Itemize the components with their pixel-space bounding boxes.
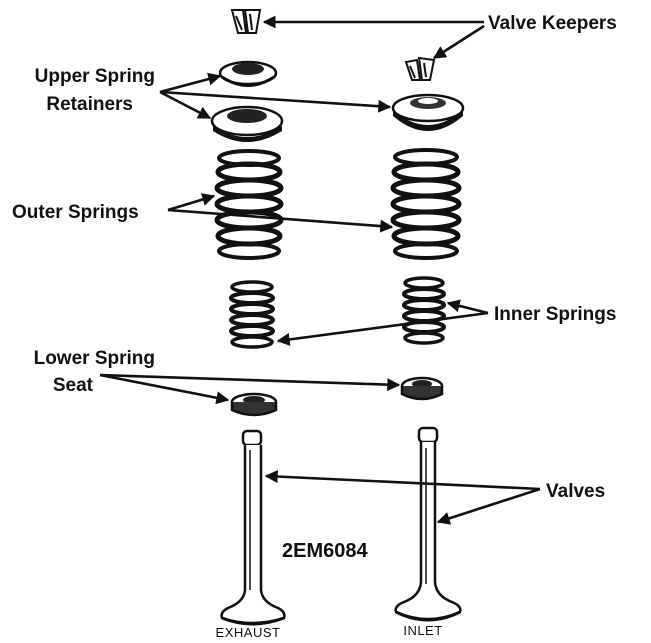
label-valves: Valves [546, 481, 605, 502]
inlet-outer-spring [390, 148, 462, 260]
exhaust-valve [220, 429, 286, 626]
label-outer-springs: Outer Springs [12, 202, 139, 223]
exhaust-upper-retainer-small [218, 60, 278, 87]
leader-lines [99, 15, 541, 525]
label-lower-seat-line2: Seat [53, 375, 94, 396]
label-exhaust: EXHAUST [216, 625, 281, 640]
exhaust-outer-spring [214, 149, 284, 260]
inlet-keeper [404, 56, 436, 81]
inlet-upper-retainer [391, 93, 465, 131]
exhaust-upper-retainer [210, 105, 284, 142]
exhaust-lower-seat [230, 392, 278, 417]
inlet-lower-seat [400, 376, 444, 401]
figure-code: 2EM6084 [282, 540, 368, 562]
inlet-valve [394, 426, 462, 622]
label-inner-springs: Inner Springs [494, 304, 616, 325]
exhaust-keeper [230, 9, 262, 34]
exhaust-inner-spring [229, 280, 275, 349]
label-lower-seat-line1: Lower Spring [34, 348, 155, 369]
inlet-inner-spring [402, 276, 446, 345]
label-inlet: INLET [403, 623, 442, 638]
label-upper-retainers-line2: Retainers [46, 94, 133, 115]
label-valve-keepers: Valve Keepers [488, 13, 617, 34]
label-upper-retainers-line1: Upper Spring [35, 66, 155, 87]
